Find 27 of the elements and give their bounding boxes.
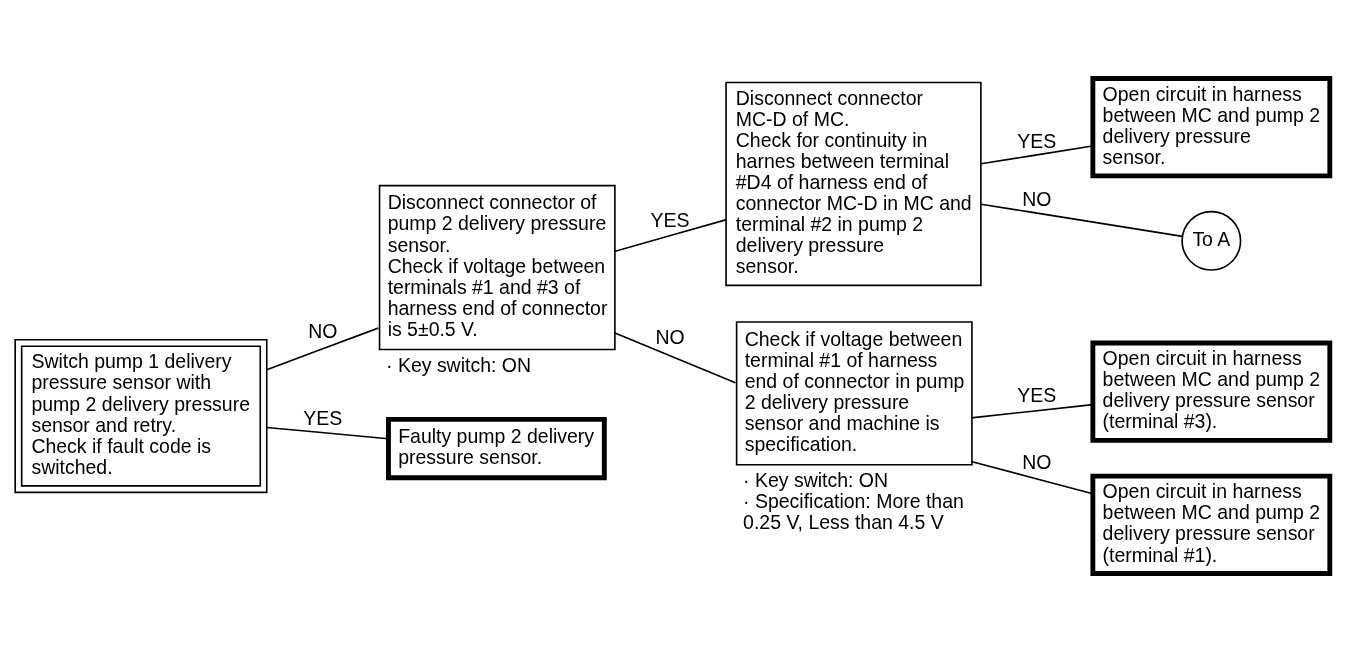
node-box: Check if voltage between terminal #1 of harness end of connector in pump 2 delivery pressure sensor and machine is specification.	[735, 321, 973, 466]
edge-label: YES	[1017, 384, 1057, 407]
node-label: · Key switch: ON	[743, 468, 889, 491]
edge-label: NO	[655, 326, 685, 349]
connector	[980, 203, 1184, 238]
edge-label: YES	[303, 407, 343, 430]
node-box: Switch pump 1 delivery pressure sensor with pump 2 delivery pressure sensor and retry. Check if fault code is switched.	[14, 339, 268, 494]
node-circle: To A	[1181, 210, 1242, 271]
connector	[970, 460, 1094, 495]
connector	[265, 426, 389, 440]
node-box: Faulty pump 2 delivery pressure sensor.	[386, 416, 607, 481]
node-box: Disconnect connector of pump 2 delivery pressure sensor. Check if voltage between terminals #1 and #3 of harness end of connector is 5±0.5 V.	[378, 184, 616, 351]
node-box: Disconnect connector MC-D of MC. Check for continuity in harnes between terminal #D4 of harness end of connector MC-D in MC and terminal #2 in pump 2 delivery pressure sensor.	[725, 81, 982, 287]
connector	[980, 145, 1094, 165]
connector	[265, 327, 380, 371]
edge-label: YES	[650, 209, 690, 232]
edge-label: NO	[1022, 450, 1052, 473]
node-box: Open circuit in harness between MC and pump 2 delivery pressure sensor (terminal #1).	[1090, 473, 1333, 576]
edge-label: YES	[1017, 129, 1057, 152]
edge-label: NO	[1022, 188, 1052, 211]
connector	[970, 403, 1094, 419]
connector	[613, 331, 737, 384]
edge-label: NO	[308, 319, 338, 342]
node-box: Open circuit in harness between MC and pump 2 delivery pressure sensor.	[1090, 76, 1333, 179]
node-label: · Key switch: ON	[386, 353, 532, 376]
connector	[613, 219, 727, 253]
node-box: Open circuit in harness between MC and pump 2 delivery pressure sensor (terminal #3).	[1090, 340, 1333, 443]
